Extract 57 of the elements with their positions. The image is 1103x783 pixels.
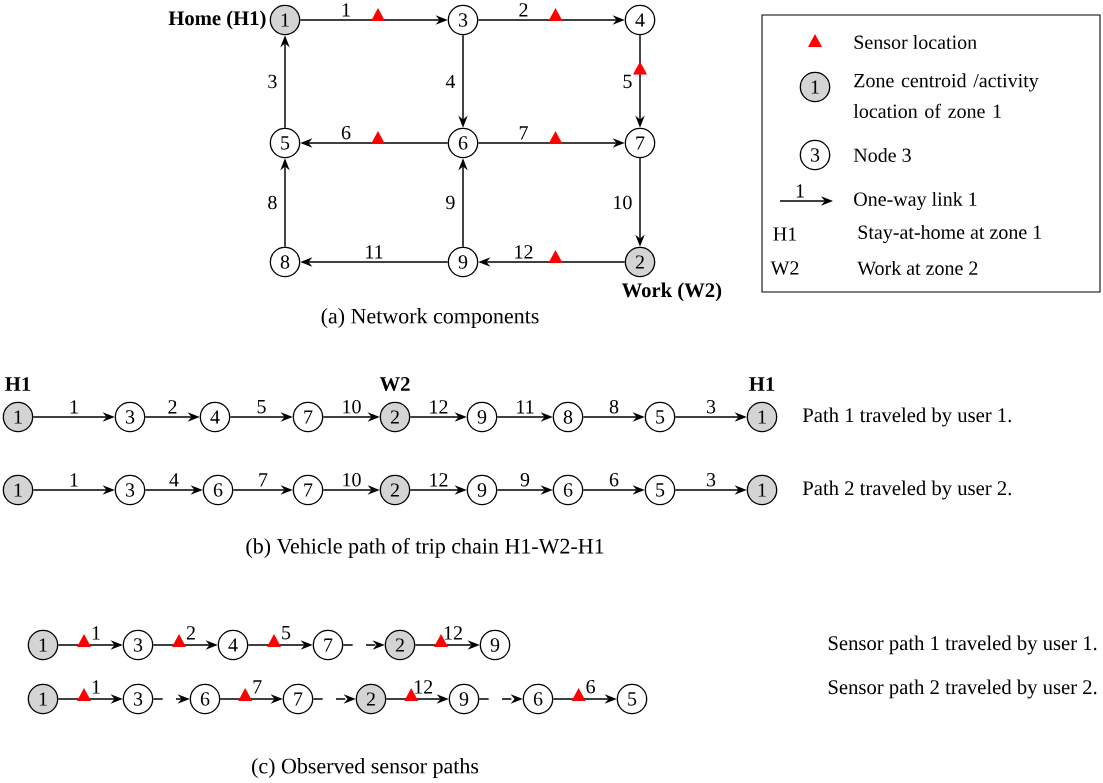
- edge-label: 7: [259, 473, 268, 487]
- edge-label: 5: [623, 74, 632, 89]
- path-description: Path 1 traveled by user 1.: [802, 407, 1011, 427]
- edge-label: 1: [92, 680, 100, 694]
- edge-label: 3: [706, 399, 716, 414]
- edge-label: 3: [706, 472, 716, 487]
- edge-label: 11: [517, 400, 534, 414]
- edge-label: 1: [70, 473, 78, 487]
- edge-label: 1: [92, 626, 100, 640]
- edge-label: 6: [586, 679, 595, 694]
- legend-text: Work at zone 2: [857, 260, 978, 276]
- caption: (a) Network components: [321, 308, 539, 328]
- edge-label: 5: [257, 400, 266, 414]
- location-label: Work (W2): [621, 282, 722, 302]
- edge-label: 10: [343, 399, 361, 414]
- legend-symbol: 1: [796, 184, 804, 198]
- path-description: Sensor path 1 traveled by user 1.: [828, 635, 1097, 655]
- legend-text: One-way link 1: [854, 191, 977, 211]
- edge-label: 8: [609, 399, 619, 414]
- location-label: W2: [379, 377, 410, 391]
- path-description: Path 2 traveled by user 2.: [802, 480, 1011, 500]
- location-label: H1: [749, 377, 775, 391]
- edge-label: 5: [282, 626, 291, 640]
- caption: (c) Observed sensor paths: [252, 758, 479, 778]
- edge-label: 10: [343, 472, 361, 487]
- legend-text: Node 3: [853, 147, 911, 163]
- legend-text: Sensor location: [854, 34, 977, 49]
- legend-text: Stay-at-home at zone 1: [858, 224, 1042, 244]
- path-description: Sensor path 2 traveled by user 2.: [828, 679, 1097, 699]
- edge-label: 4: [445, 74, 456, 89]
- edge-label: 12: [444, 626, 462, 640]
- location-label: H1: [5, 377, 31, 391]
- legend-symbol: W2: [770, 261, 799, 275]
- edge-label: 6: [341, 125, 351, 140]
- edge-label: 8: [268, 195, 277, 210]
- edge-label: 11: [366, 245, 383, 259]
- edge-label: 2: [168, 400, 177, 414]
- edge-label: 4: [169, 473, 179, 487]
- edge-label: 6: [609, 472, 619, 487]
- edge-label: 3: [268, 74, 277, 89]
- edge-label: 1: [342, 3, 350, 17]
- edge-label: 2: [186, 626, 195, 640]
- caption: (b) Vehicle path of trip chain H1-W2-H1: [246, 537, 604, 559]
- edge-label: 1: [70, 400, 78, 414]
- edge-label: 12: [515, 245, 533, 259]
- edge-label: 7: [253, 680, 262, 694]
- legend-symbol: H1: [773, 227, 797, 241]
- edge-label: 12: [430, 473, 448, 487]
- edge-label: 12: [414, 680, 433, 694]
- edge-label: 2: [519, 3, 528, 17]
- legend-text: Zone centroid /activity location of zone 1: [853, 73, 1039, 118]
- edge-label: 12: [430, 400, 448, 414]
- location-label: Home (H1): [168, 10, 266, 30]
- edge-label: 9: [446, 195, 455, 210]
- edge-label: 7: [519, 126, 528, 140]
- edge-label: 10: [614, 195, 632, 210]
- edge-label: 9: [520, 472, 530, 487]
